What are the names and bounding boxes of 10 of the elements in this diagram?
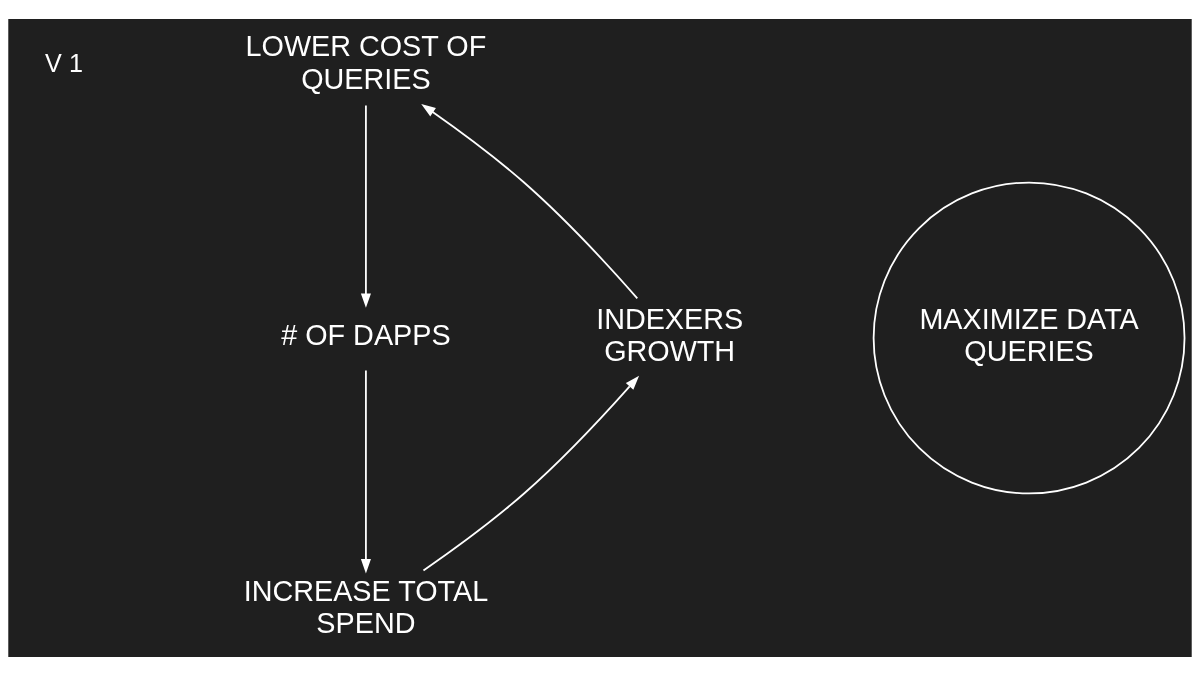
arrow	[421, 103, 639, 299]
node-circle: MAXIMIZE DATA QUERIES	[872, 181, 1186, 494]
label: V 1	[45, 48, 83, 77]
node-text: LOWER COST OF QUERIES	[245, 29, 487, 95]
node-text: INDEXERS GROWTH	[596, 302, 744, 367]
arrow	[360, 104, 371, 308]
node-text: # OF DAPPS	[281, 318, 451, 351]
arrow	[422, 375, 640, 571]
node-text: INCREASE TOTAL SPEND	[243, 574, 489, 639]
arrow	[360, 369, 371, 573]
